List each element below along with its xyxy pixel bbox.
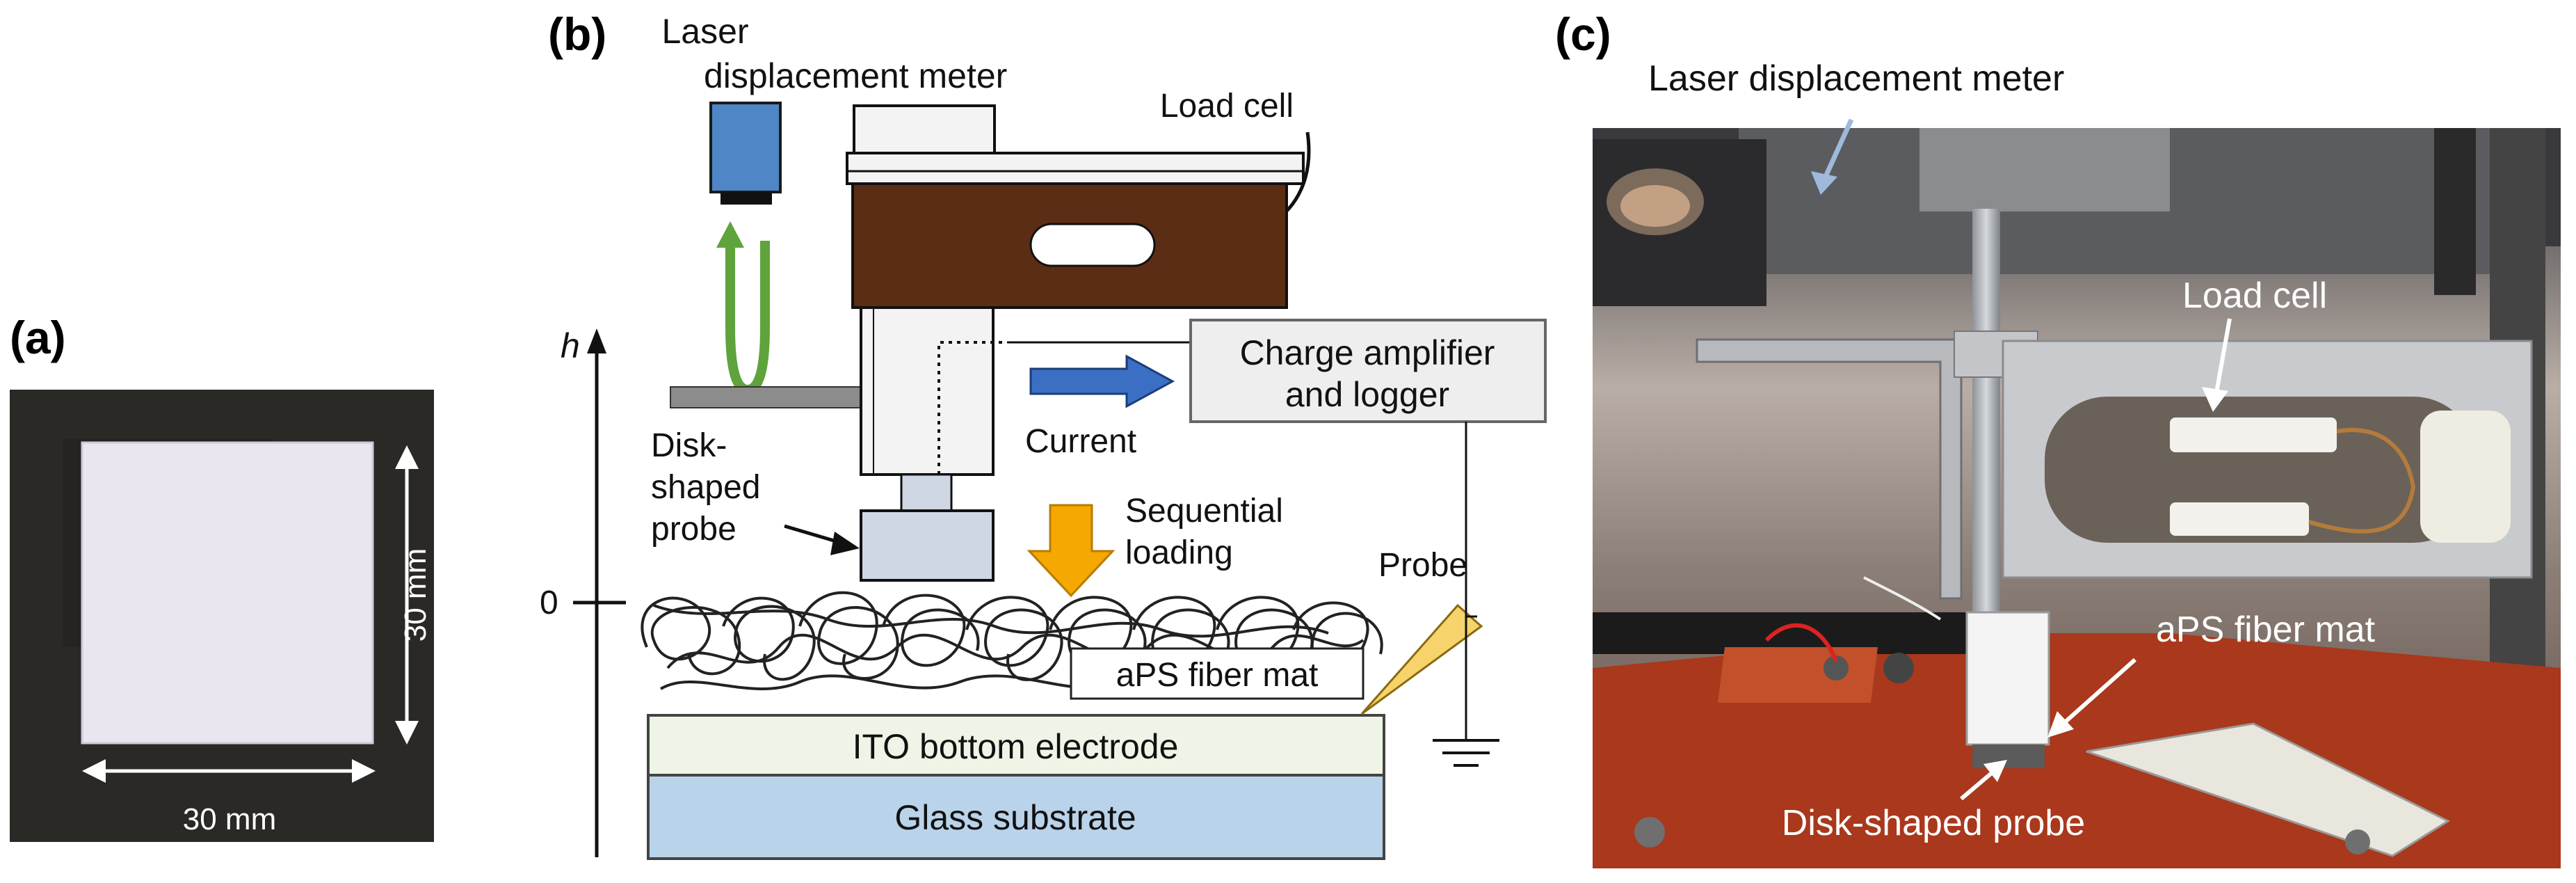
contact-probe [1360, 603, 1483, 715]
mount-block [853, 104, 996, 156]
disk-probe-photo [1972, 745, 2045, 768]
fiber-mat-callout-arrow [2057, 658, 2136, 730]
laser-sensor-body [709, 102, 782, 193]
strain-gauge-top [2170, 417, 2337, 452]
load-cell-slot [1029, 223, 1156, 267]
charge-amplifier-line2: and logger [1285, 375, 1449, 414]
sequential-loading-arrow [1027, 504, 1116, 598]
disk-probe-label-line1: Disk- [651, 427, 727, 464]
laser-beam-arrow [725, 241, 770, 395]
current-arrow [1029, 354, 1175, 408]
disk-probe-label-line3: probe [651, 511, 736, 548]
laser-label-line2: displacement meter [704, 56, 1007, 95]
laser-callout-label: Laser displacement meter [1648, 58, 2064, 99]
disk-probe-label-line2: shaped [651, 469, 760, 506]
laser-target-plate [670, 386, 870, 408]
load-cell-cap [2420, 411, 2511, 543]
probe-shaft [1972, 209, 2000, 640]
current-label: Current [1025, 423, 1136, 460]
charge-amplifier-box [1189, 319, 1547, 423]
load-cell-callout-arrow [2214, 318, 2232, 397]
panel-b: (b) Laser displacement meter Load cell C… [540, 8, 1547, 860]
fiber-mat-callout-label: aPS fiber mat [2156, 610, 2376, 650]
width-dimension-label: 30 mm [183, 802, 276, 836]
glass-label: Glass substrate [894, 798, 1136, 837]
panel-b-label: (b) [548, 8, 606, 60]
load-cell-callout-label: Load cell [2182, 276, 2327, 316]
laser-label-line1: Laser [661, 12, 748, 51]
charge-amplifier-line1: Charge amplifier [1240, 333, 1495, 372]
top-plate [846, 152, 1305, 185]
strain-gauge-bottom [2170, 502, 2309, 536]
sequential-loading-line1: Sequential [1125, 493, 1283, 530]
signal-wire-dotted [937, 341, 1007, 475]
laser-callout-arrow [1822, 118, 1854, 180]
panel-a: (a) 30 mm 30 mm [10, 312, 434, 842]
sequential-loading-line2: loading [1125, 534, 1233, 571]
probe-block [1965, 611, 2050, 746]
height-dimension-label: 30 mm [399, 548, 433, 642]
panel-c: (c) Laser displacement meter Load cell [1555, 8, 2561, 868]
guide-rail [2086, 722, 2451, 857]
panel-a-label: (a) [10, 312, 66, 363]
probe-label: Probe [1378, 547, 1467, 584]
h-axis-label: h [561, 326, 580, 365]
disk-shaped-probe [860, 509, 995, 582]
ito-label: ITO bottom electrode [853, 727, 1179, 766]
disk-probe-callout-label: Disk-shaped probe [1782, 803, 2085, 843]
probe-housing [860, 306, 995, 476]
fiber-mat-label-box [1070, 647, 1365, 700]
zero-label: 0 [540, 584, 558, 621]
laser-sensor-lens [721, 192, 772, 205]
fiber-mat-sample [82, 443, 373, 743]
load-cell-label: Load cell [1160, 88, 1294, 125]
panel-c-label: (c) [1555, 8, 1611, 60]
glass-substrate [647, 774, 1385, 860]
fiber-mat-label: aPS fiber mat [1116, 657, 1319, 694]
probe-stem [900, 473, 953, 512]
